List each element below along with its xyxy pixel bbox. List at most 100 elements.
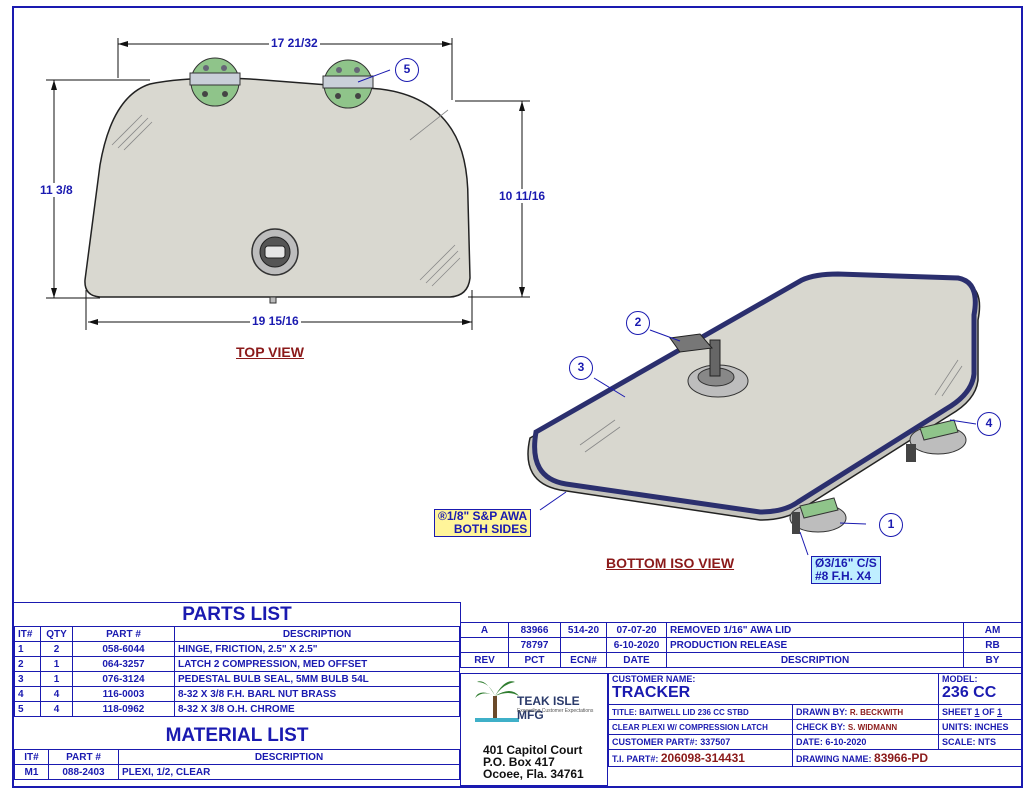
- parts-list-header-row: IT# QTY PART # DESCRIPTION: [14, 626, 460, 642]
- cs-callout-line2: #8 F.H. X4: [815, 569, 872, 583]
- balloon-5: 5: [395, 58, 419, 82]
- address-line: 401 Capitol Court: [483, 743, 583, 757]
- cell: 4: [40, 686, 73, 702]
- cell: M1: [14, 764, 49, 780]
- balloon-1: 1: [879, 513, 903, 537]
- hinge-right-top: [322, 59, 374, 109]
- sheet-cell: SHEET 1 OF 1: [938, 704, 1022, 720]
- dim-bottom-width: 19 15/16: [250, 314, 301, 328]
- title-line2: CLEAR PLEXI W/ COMPRESSION LATCH: [608, 719, 793, 735]
- table-row: TITLE: BAITWELL LID 236 CC STBD DRAWN BY…: [608, 704, 1022, 720]
- parts-list-header-box: [14, 602, 461, 627]
- hinge-left-top: [189, 57, 241, 107]
- material-list-header-row: IT# PART # DESCRIPTION: [14, 749, 460, 765]
- sheet-number: 1: [974, 707, 980, 717]
- address-line: P.O. Box 417: [483, 755, 555, 769]
- balloon-3: 3: [569, 356, 593, 380]
- cell: PLEXI, 1/2, CLEAR: [118, 764, 460, 780]
- customer-part-value: 337507: [700, 737, 731, 747]
- customer-name-label: CUSTOMER NAME:: [612, 674, 696, 685]
- customer-name-cell: CUSTOMER NAME: TRACKER: [607, 673, 940, 705]
- cell: PRODUCTION RELEASE: [666, 637, 964, 653]
- drawing-border: [12, 6, 1023, 788]
- col-header: DESCRIPTION: [174, 626, 460, 642]
- col-header: DESCRIPTION: [118, 749, 460, 765]
- cell: 8-32 X 3/8 F.H. BARL NUT BRASS: [174, 686, 460, 702]
- cell: 116-0003: [72, 686, 175, 702]
- dim-top-width: 17 21/32: [269, 36, 320, 50]
- balloon-2: 2: [626, 311, 650, 335]
- sheet-label: SHEET: [942, 707, 973, 717]
- cell: A: [460, 622, 509, 638]
- address-line: Ocoee, Fla. 34761: [483, 767, 584, 781]
- col-header: ECN#: [560, 652, 607, 668]
- balloon-4: 4: [977, 412, 1001, 436]
- ti-part-cell: T.I. PART#: 206098-314431: [608, 749, 793, 767]
- cell: REMOVED 1/16" AWA LID: [666, 622, 964, 638]
- cell: [560, 637, 607, 653]
- title-value: BAITWELL LID 236 CC STBD: [639, 707, 749, 717]
- dimension-arrows: [51, 41, 525, 325]
- revision-table: A 83966 514-20 07-07-20 REMOVED 1/16" AW…: [460, 622, 1022, 668]
- col-header: BY: [963, 652, 1022, 668]
- dim-left-height: 11 3/8: [38, 183, 75, 197]
- palm-tree-logo-icon: [475, 681, 519, 722]
- drawing-name-cell: DRAWING NAME: 83966-PD: [792, 749, 1022, 767]
- col-header: IT#: [14, 626, 41, 642]
- company-address: 401 Capitol Court P.O. Box 417 Ocoee, Fl…: [483, 744, 584, 780]
- date-label: DATE:: [796, 737, 823, 747]
- cell: 058-6044: [72, 641, 175, 657]
- table-row: CUSTOMER NAME: TRACKER MODEL: 236 CC: [607, 673, 1022, 705]
- col-header: REV: [460, 652, 509, 668]
- title-label: TITLE:: [612, 707, 637, 717]
- awa-callout-line2: BOTH SIDES: [453, 522, 528, 536]
- customer-part-label: CUSTOMER PART#:: [612, 737, 698, 747]
- cs-callout-line1: Ø3/16" C/S: [815, 556, 877, 570]
- drawing-name-value: 83966-PD: [874, 751, 929, 765]
- cell: 8-32 X 3/8 O.H. CHROME: [174, 701, 460, 717]
- check-by-cell: CHECK BY: S. WIDMANN: [791, 719, 940, 735]
- units-label: UNITS:: [942, 722, 973, 732]
- col-header: QTY: [40, 626, 73, 642]
- glare-lines: [111, 109, 461, 287]
- parts-list-title: PARTS LIST: [182, 604, 292, 625]
- table-row: 78797 6-10-2020 PRODUCTION RELEASE RB: [460, 637, 1022, 653]
- cell: LATCH 2 COMPRESSION, MED OFFSET: [174, 656, 460, 672]
- material-list-title: MATERIAL LIST: [165, 725, 309, 746]
- scale-label: SCALE:: [942, 737, 976, 747]
- cell: 064-3257: [72, 656, 175, 672]
- cell: RB: [963, 637, 1022, 653]
- cell: 2: [14, 656, 41, 672]
- material-list-table: IT# PART # DESCRIPTION M1 088-2403 PLEXI…: [14, 749, 460, 780]
- col-header: PART #: [72, 626, 175, 642]
- drawn-by-value: R. BECKWITH: [849, 708, 904, 717]
- cell: 076-3124: [72, 671, 175, 687]
- ti-part-value: 206098-314431: [660, 751, 745, 765]
- drawn-by-label: DRAWN BY:: [796, 707, 848, 717]
- title-cell: TITLE: BAITWELL LID 236 CC STBD: [608, 704, 793, 720]
- ti-part-label: T.I. PART#:: [612, 754, 659, 764]
- check-by-value: S. WIDMANN: [847, 723, 898, 732]
- date-cell: DATE: 6-10-2020: [791, 734, 940, 750]
- cell: 78797: [508, 637, 561, 653]
- units-value: INCHES: [974, 722, 1009, 732]
- company-block: TEAK ISLE MFG Exceeding Customer Expecta…: [460, 673, 608, 786]
- cell: 1: [40, 671, 73, 687]
- cell: 83966: [508, 622, 561, 638]
- cell: 5: [14, 701, 41, 717]
- cell: 1: [14, 641, 41, 657]
- model-value: 236 CC: [942, 684, 997, 701]
- drawn-by-cell: DRAWN BY: R. BECKWITH: [791, 704, 940, 720]
- lid-top-view: [84, 77, 471, 298]
- col-header: PART #: [48, 749, 119, 765]
- table-row: M1 088-2403 PLEXI, 1/2, CLEAR: [14, 764, 460, 780]
- check-by-label: CHECK BY:: [796, 722, 846, 732]
- awa-callout: ®1/8" S&P AWA BOTH SIDES: [434, 509, 532, 537]
- lid-iso-view: [527, 271, 981, 534]
- cell: 3: [14, 671, 41, 687]
- cell: 4: [14, 686, 41, 702]
